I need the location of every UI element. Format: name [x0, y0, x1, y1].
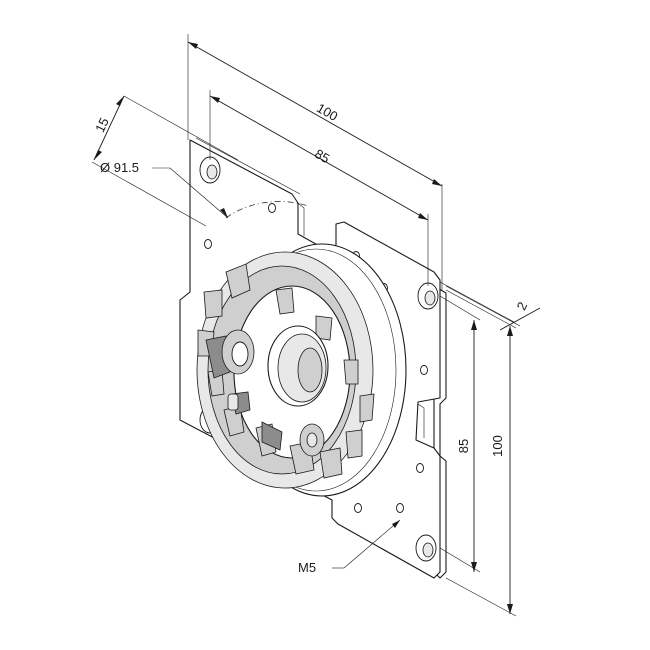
dim-height-holes: 85 — [439, 295, 481, 573]
small-hole — [204, 239, 212, 249]
tooth — [315, 315, 333, 341]
tooth — [343, 359, 359, 385]
tooth — [225, 263, 251, 299]
small-hole — [354, 503, 362, 513]
small-hole — [420, 365, 428, 375]
hole-bottom-right-inner — [422, 542, 434, 558]
dim-thread-label: M5 — [298, 560, 316, 575]
boss-bottom-hole — [306, 432, 318, 448]
dim-thickness: 2 — [439, 281, 541, 331]
dim-width-outer-label: 100 — [314, 100, 340, 124]
boss-left-hole — [231, 341, 249, 367]
tooth — [275, 287, 295, 315]
pocket — [261, 421, 283, 451]
plate-notch-right — [417, 403, 425, 438]
dim-height-holes-label: 85 — [456, 439, 471, 453]
bore-depth — [297, 347, 323, 393]
hole-top-right-inner — [424, 290, 436, 306]
dim-diameter-label: Ø 91.5 — [100, 160, 139, 175]
dim-offset: 15 — [91, 95, 239, 227]
dim-offset-label: 15 — [92, 115, 112, 135]
central-bore — [267, 325, 329, 407]
tooth — [359, 393, 375, 423]
dim-width-holes-label: 85 — [312, 146, 332, 166]
dim-height-outer: 100 — [445, 289, 517, 617]
hole-top-left-inner — [206, 164, 218, 180]
pitch-circle — [225, 201, 309, 219]
small-hole — [416, 463, 424, 473]
dim-thickness-label: 2 — [514, 299, 531, 312]
tooth — [319, 447, 343, 479]
plate-notch-top — [297, 202, 305, 236]
tooth — [203, 289, 223, 319]
slot — [227, 393, 239, 411]
plate-top-bevel — [195, 137, 301, 195]
dim-diameter: Ø 91.5 — [100, 160, 229, 219]
tooth — [345, 429, 363, 459]
dim-thread: M5 — [298, 519, 401, 575]
dim-height-outer-label: 100 — [490, 435, 505, 457]
small-hole — [268, 203, 276, 213]
small-hole — [396, 503, 404, 513]
dim-width-holes: 85 — [209, 90, 429, 286]
